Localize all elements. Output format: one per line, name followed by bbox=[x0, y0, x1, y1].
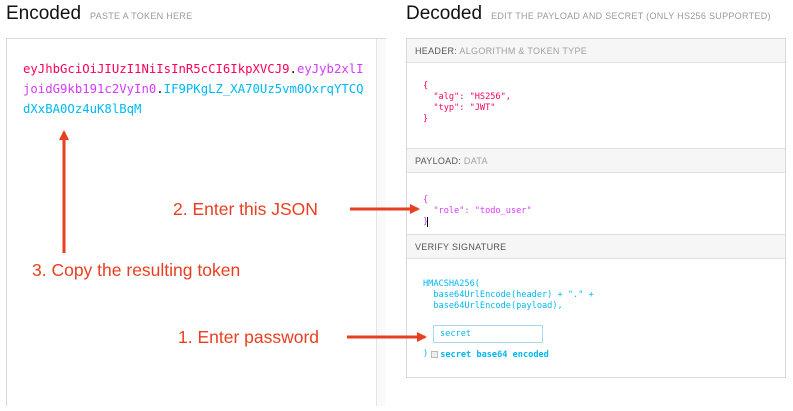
text-caret bbox=[427, 217, 428, 227]
payload-json-editor[interactable]: { "role": "todo_user" } bbox=[407, 173, 785, 235]
payload-section-sublabel: DATA bbox=[463, 156, 488, 166]
token-text[interactable]: eyJhbGciOiJIUzI1NiIsInR5cCI6IkpXVCJ9.eyJ… bbox=[23, 59, 368, 119]
payload-json-line: "role": "todo_user" bbox=[423, 206, 532, 216]
verify-close-paren: ) bbox=[423, 349, 429, 359]
annotation-enter-password: 1. Enter password bbox=[178, 327, 320, 347]
verify-code-line: base64UrlEncode(payload), bbox=[423, 301, 563, 311]
token-signature-part: IF9PKgLZ_XA70Uz5vm0OxrqYTCQdXxBA0Oz4uK8l… bbox=[23, 82, 364, 116]
verify-section-label: VERIFY SIGNATURE bbox=[415, 242, 507, 252]
encoded-title: Encoded bbox=[6, 3, 82, 24]
encoded-scrollbar[interactable] bbox=[376, 39, 386, 406]
verify-close-row: ) secret base64 encoded bbox=[423, 349, 549, 360]
header-json-line: { bbox=[423, 81, 429, 91]
annotation-enter-json: 2. Enter this JSON bbox=[173, 199, 318, 219]
header-json-line: } bbox=[423, 114, 429, 124]
verify-code-line: HMACSHA256( bbox=[423, 279, 480, 289]
payload-section-title: PAYLOAD: DATA bbox=[407, 149, 785, 173]
encoded-token-editor[interactable]: eyJhbGciOiJIUzI1NiIsInR5cCI6IkpXVCJ9.eyJ… bbox=[6, 38, 386, 406]
header-json-line: "typ": "JWT" bbox=[423, 103, 496, 113]
token-header-part: eyJhbGciOiJIUzI1NiIsInR5cCI6IkpXVCJ9 bbox=[23, 62, 290, 76]
header-json-line: "alg": "HS256", bbox=[423, 92, 511, 102]
base64-checkbox-label[interactable]: secret base64 encoded bbox=[440, 349, 549, 360]
encoded-subtitle: PASTE A TOKEN HERE bbox=[90, 11, 193, 21]
annotation-copy-token: 3. Copy the resulting token bbox=[32, 260, 241, 280]
token-dot: . bbox=[156, 82, 164, 96]
encoded-heading: Encoded PASTE A TOKEN HERE bbox=[6, 3, 192, 25]
header-json-editor[interactable]: { "alg": "HS256", "typ": "JWT" } bbox=[407, 63, 785, 149]
base64-checkbox[interactable] bbox=[431, 351, 439, 358]
payload-json-line: } bbox=[423, 217, 429, 227]
decoded-title: Decoded bbox=[406, 3, 483, 24]
token-dot: . bbox=[289, 62, 297, 76]
token-payload-part: eyJyb2xlIjoidG9kb191c2VyIn0 bbox=[23, 62, 364, 96]
payload-json-line: { bbox=[423, 195, 429, 205]
header-section-sublabel: ALGORITHM & TOKEN TYPE bbox=[459, 46, 588, 56]
decoded-panel: HEADER: ALGORITHM & TOKEN TYPE { "alg": … bbox=[406, 38, 786, 378]
decoded-subtitle: EDIT THE PAYLOAD AND SECRET (ONLY HS256 … bbox=[491, 11, 771, 21]
payload-section-label: PAYLOAD: bbox=[415, 156, 462, 166]
verify-signature-body: HMACSHA256( base64UrlEncode(header) + ".… bbox=[407, 259, 785, 379]
secret-input[interactable] bbox=[433, 325, 543, 343]
header-section-title: HEADER: ALGORITHM & TOKEN TYPE bbox=[407, 39, 785, 63]
verify-section-title: VERIFY SIGNATURE bbox=[407, 235, 785, 259]
header-section-label: HEADER: bbox=[415, 46, 458, 56]
verify-code-line: base64UrlEncode(header) + "." + bbox=[423, 290, 594, 300]
decoded-heading: Decoded EDIT THE PAYLOAD AND SECRET (ONL… bbox=[406, 3, 771, 25]
